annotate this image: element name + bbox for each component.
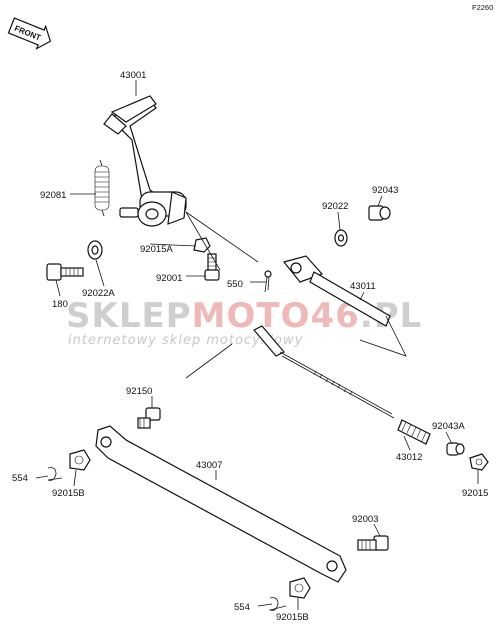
bolt-92001-drawing xyxy=(204,253,220,281)
washer-92022A-drawing xyxy=(87,240,103,260)
label-92001: 92001 xyxy=(156,273,182,284)
label-180: 180 xyxy=(52,299,68,310)
label-554-upper: 554 xyxy=(12,473,28,484)
cotter-pin-554-lower-drawing xyxy=(268,597,287,611)
shift-pedal-drawing xyxy=(103,95,187,227)
label-550: 550 xyxy=(227,279,243,290)
figure-code: F2260 xyxy=(472,3,493,12)
label-554-lower: 554 xyxy=(234,602,250,613)
nut-92015B-lower-drawing xyxy=(289,577,311,599)
watermark-brand-1: SKLEP xyxy=(66,296,192,336)
label-43011: 43011 xyxy=(350,281,376,292)
bolt-92003-drawing xyxy=(357,535,389,551)
pin-92043-drawing xyxy=(368,205,391,221)
label-43001: 43001 xyxy=(120,70,146,81)
assembly-arrows xyxy=(185,315,407,379)
nut-92015B-upper-drawing xyxy=(69,449,91,471)
front-arrow-icon: FRONT xyxy=(7,17,52,50)
label-92015: 92015 xyxy=(462,488,488,499)
cotter-pin-554-upper-drawing xyxy=(47,467,63,481)
cotter-pin-550-drawing xyxy=(264,270,272,293)
label-92015B-upper: 92015B xyxy=(52,488,85,499)
leader-lines xyxy=(35,80,479,610)
label-92150: 92150 xyxy=(126,386,152,397)
part-labels: 43001 92081 92043 92022 92015A 92001 550… xyxy=(12,70,488,623)
watermark-brand-red: MOTO xyxy=(192,296,311,336)
watermark-tagline: internetowy sklep motocyklowy xyxy=(68,333,303,348)
bolt-92150-drawing xyxy=(137,407,161,429)
tie-rod-43007-drawing xyxy=(95,425,347,583)
label-92081: 92081 xyxy=(40,190,66,201)
label-43012: 43012 xyxy=(396,452,422,463)
label-92015A: 92015A xyxy=(140,244,173,255)
label-43007: 43007 xyxy=(196,460,222,471)
bolt-180-drawing xyxy=(46,263,84,281)
label-92043A: 92043A xyxy=(432,421,465,432)
label-92022A: 92022A xyxy=(82,288,115,299)
return-spring-drawing xyxy=(94,159,110,217)
washer-92022-drawing xyxy=(334,229,348,247)
nut-92015-drawing xyxy=(469,453,489,471)
label-92003: 92003 xyxy=(352,514,378,525)
spring-43012-drawing xyxy=(397,419,431,445)
label-92015B-lower: 92015B xyxy=(276,612,309,623)
threaded-rod-drawing xyxy=(253,325,395,419)
rod-end-43011-drawing xyxy=(282,255,391,327)
label-92043: 92043 xyxy=(372,185,398,196)
nut-92015A-drawing xyxy=(193,237,211,253)
pin-92043A-drawing xyxy=(446,442,465,456)
label-92022: 92022 xyxy=(322,201,348,212)
